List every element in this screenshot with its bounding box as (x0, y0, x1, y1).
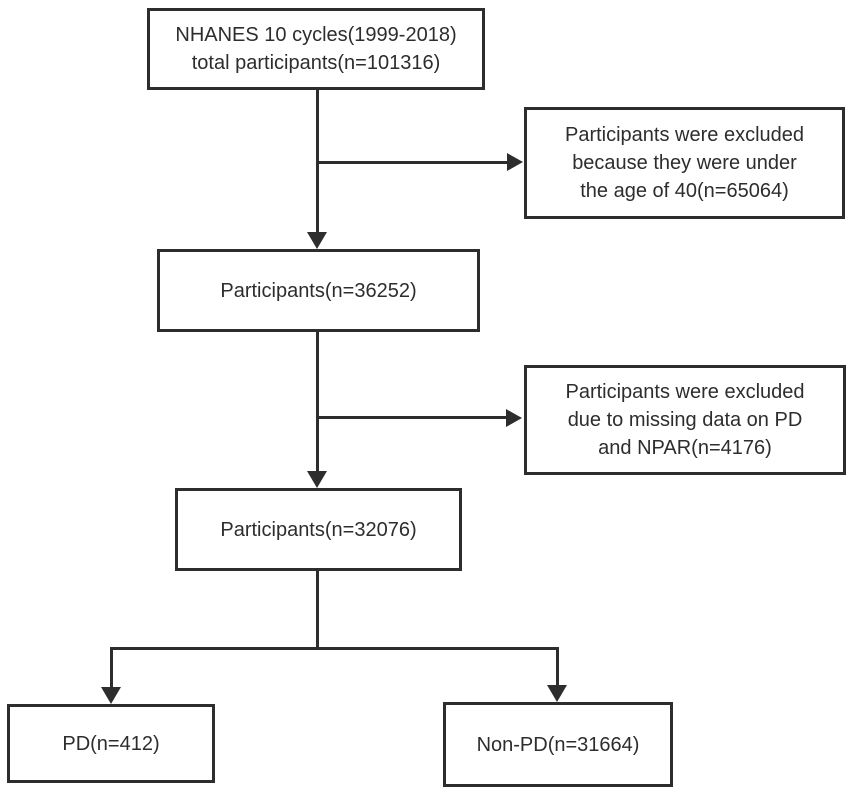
flow-node-non-pd: Non-PD(n=31664) (443, 702, 673, 787)
flow-node-participants-36252: Participants(n=36252) (157, 249, 480, 332)
flow-node-participants-36252-label: Participants(n=36252) (220, 279, 417, 302)
arrowhead-down-into-32076-icon (307, 471, 327, 488)
arrowhead-down-into-pd-icon (101, 687, 121, 704)
arrowhead-right-into-excluded-missing-icon (506, 409, 522, 427)
flow-node-non-pd-label: Non-PD(n=31664) (476, 733, 640, 756)
flow-node-total-participants-label: NHANES 10 cycles(1999-2018) total partic… (175, 24, 457, 74)
flow-node-total-participants: NHANES 10 cycles(1999-2018) total partic… (147, 8, 485, 90)
arrowhead-down-into-36252-icon (307, 232, 327, 249)
connector-branch-to-excluded-age (317, 161, 507, 164)
flow-node-participants-32076-label: Participants(n=32076) (220, 518, 417, 541)
connector-drop-to-non-pd (556, 647, 559, 687)
flow-node-pd-label: PD(n=412) (62, 732, 160, 755)
flow-node-pd: PD(n=412) (7, 704, 215, 783)
connector-bottom-branch (110, 647, 559, 650)
arrowhead-right-into-excluded-age-icon (507, 153, 523, 171)
connector-36252-to-32076 (316, 332, 319, 473)
flow-node-excluded-missing-data-label: Participants were excluded due to missin… (565, 381, 805, 459)
flow-node-excluded-missing-data: Participants were excluded due to missin… (524, 365, 846, 475)
connector-branch-to-excluded-missing (317, 416, 507, 419)
flow-node-participants-32076: Participants(n=32076) (175, 488, 462, 571)
arrowhead-down-into-non-pd-icon (547, 685, 567, 702)
connector-32076-stem (316, 571, 319, 650)
connector-drop-to-pd (110, 647, 113, 689)
flow-node-excluded-under-40-label: Participants were excluded because they … (564, 124, 804, 202)
flow-node-excluded-under-40: Participants were excluded because they … (524, 107, 845, 219)
